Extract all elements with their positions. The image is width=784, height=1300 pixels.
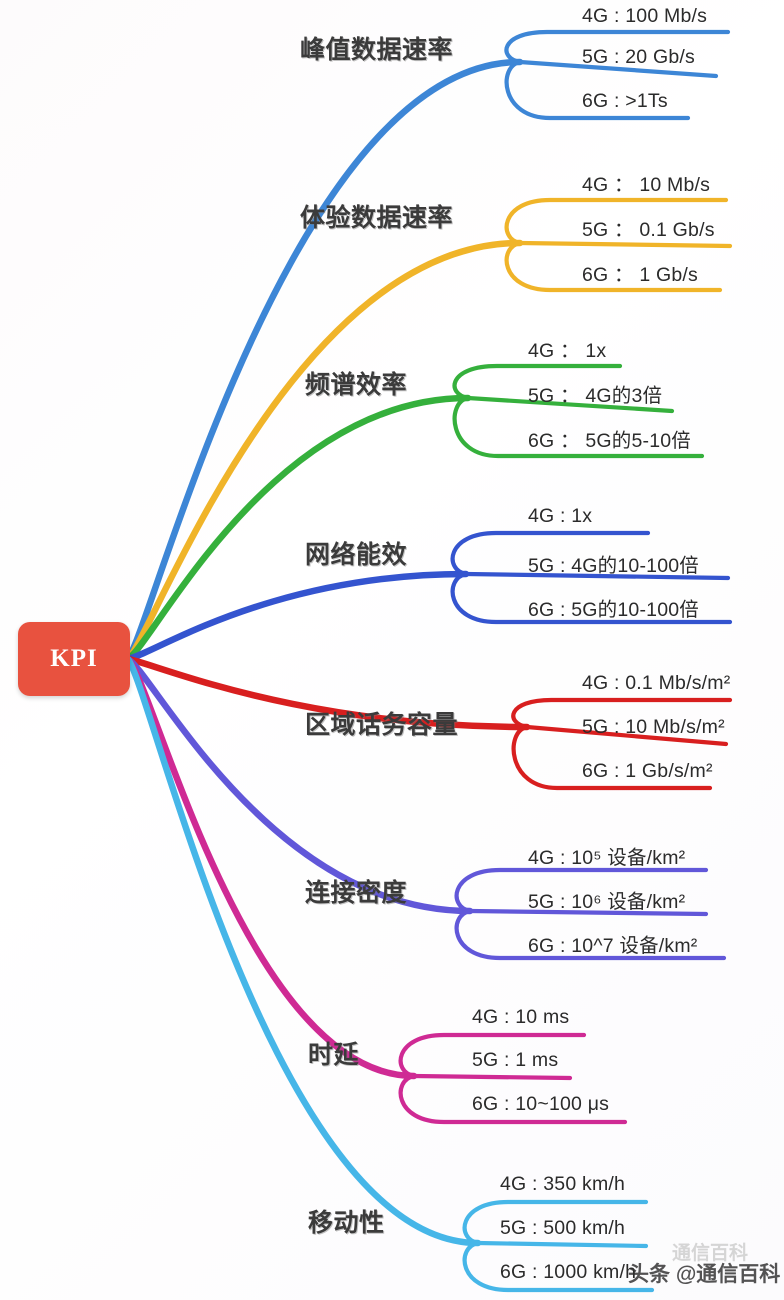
leaf-label[interactable]: 6G ： 5G的5-10倍	[528, 430, 691, 452]
leaf-label[interactable]: 5G : 20 Gb/s	[582, 46, 695, 68]
leaf-connector	[517, 240, 733, 249]
branch-spine	[124, 655, 482, 1247]
leaf-label[interactable]: 6G ： 1 Gb/s	[582, 264, 698, 286]
branch-spine	[124, 394, 472, 663]
root-node-kpi[interactable]: KPI	[18, 622, 130, 696]
leaf-label[interactable]: 6G : 5G的10-100倍	[528, 599, 699, 621]
leaf-label[interactable]: 5G : 4G的10-100倍	[528, 555, 699, 577]
leaf-label[interactable]: 6G : 10^7 设备/km²	[528, 935, 698, 957]
leaf-label[interactable]: 4G ： 1x	[528, 340, 607, 362]
leaf-label[interactable]: 4G ： 10 Mb/s	[582, 174, 711, 196]
watermark-ghost: 通信百科	[672, 1243, 749, 1264]
leaf-label[interactable]: 6G : 10~100 μs	[472, 1093, 610, 1115]
watermark-toutiao: 头条 @通信百科	[628, 1263, 781, 1286]
branch-title[interactable]: 网络能效	[305, 541, 408, 569]
branch-title[interactable]: 移动性	[308, 1209, 385, 1237]
leaf-connector	[475, 1240, 649, 1249]
leaf-label[interactable]: 5G : 500 km/h	[500, 1217, 626, 1239]
leaf-connector	[411, 1073, 573, 1081]
branch-title[interactable]: 体验数据速率	[300, 204, 454, 232]
leaf-label[interactable]: 6G : 1000 km/h	[500, 1261, 637, 1283]
leaf-label[interactable]: 4G : 350 km/h	[500, 1173, 626, 1195]
leaf-label[interactable]: 4G : 100 Mb/s	[582, 5, 708, 27]
leaf-label[interactable]: 5G : 10 Mb/s/m²	[582, 716, 725, 738]
leaf-label[interactable]: 6G : >1Ts	[582, 90, 668, 112]
branch-title[interactable]: 峰值数据速率	[300, 36, 454, 64]
branch-title[interactable]: 区域话务容量	[305, 711, 459, 739]
leaf-label[interactable]: 5G : 10⁶ 设备/km²	[528, 891, 686, 913]
leaf-label[interactable]: 4G : 10⁵ 设备/km²	[528, 847, 686, 869]
branch-spine	[124, 239, 524, 663]
leaf-label[interactable]: 5G ： 0.1 Gb/s	[582, 219, 715, 241]
leaf-label[interactable]: 4G : 1x	[528, 505, 593, 527]
root-node-label: KPI	[50, 645, 98, 672]
branch-title[interactable]: 时延	[308, 1041, 360, 1069]
leaf-label[interactable]: 4G : 10 ms	[472, 1006, 570, 1028]
leaf-label[interactable]: 4G : 0.1 Mb/s/m²	[582, 672, 731, 694]
branch-title[interactable]: 频谱效率	[305, 371, 408, 399]
branch-title[interactable]: 连接密度	[305, 879, 408, 907]
leaf-label[interactable]: 5G ： 4G的3倍	[528, 385, 663, 407]
branch-spine	[124, 570, 470, 663]
leaf-label[interactable]: 6G : 1 Gb/s/m²	[582, 760, 713, 782]
branch-spine	[124, 655, 474, 915]
leaf-label[interactable]: 5G : 1 ms	[472, 1049, 559, 1071]
